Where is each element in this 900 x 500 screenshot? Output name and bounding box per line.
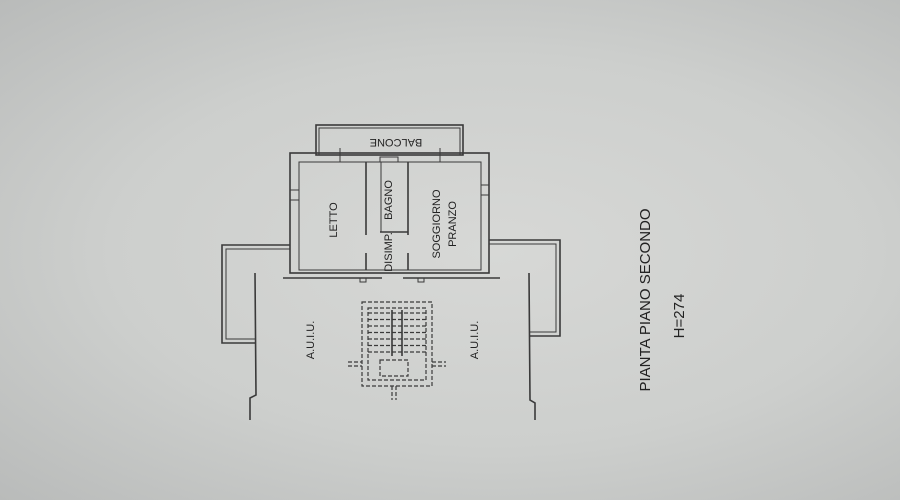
side-wings — [221, 239, 561, 344]
label-auiu-right: A.U.I.U. — [469, 321, 481, 360]
label-auiu-left: A.U.I.U. — [305, 321, 317, 360]
common-area-lines — [249, 272, 536, 420]
label-balcone: BALCONE — [370, 136, 423, 148]
staircase — [348, 301, 446, 400]
apartment-walls — [289, 148, 490, 274]
label-pranzo: PRANZO — [447, 201, 459, 247]
label-soggiorno: SOGGIORNO — [431, 189, 443, 259]
height-label: H=274 — [671, 294, 688, 339]
plan-title: PIANTA PIANO SECONDO — [637, 208, 654, 391]
label-bagno: BAGNO — [383, 180, 395, 220]
label-letto: LETTO — [328, 202, 340, 238]
balcony — [315, 124, 464, 156]
label-disimpegno: DISIMP. — [383, 232, 395, 272]
